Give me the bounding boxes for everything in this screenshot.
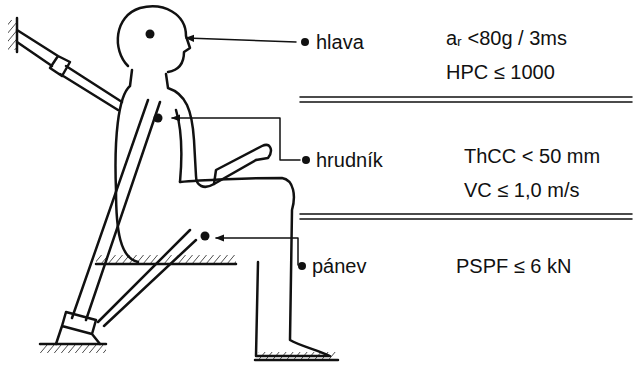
- bullet-dot: [298, 262, 306, 270]
- criterion-value: ThCC < 50 mm: [464, 145, 600, 167]
- head-outline: [118, 6, 190, 72]
- chest-point: [154, 114, 163, 123]
- floor-line: [255, 359, 338, 362]
- head-point: [146, 30, 155, 39]
- pelvis-point: [201, 232, 210, 241]
- leader-line: [186, 38, 296, 42]
- leader-line: [216, 238, 298, 265]
- criterion-value: VC ≤ 1,0 m/s: [464, 179, 579, 201]
- wall-hatch: [8, 20, 17, 50]
- belt-anchor: [56, 312, 100, 344]
- anchor-line: [40, 343, 106, 346]
- part-name: hlava: [316, 31, 364, 53]
- wall-line: [16, 18, 19, 52]
- criterion-value: HPC ≤ 1000: [446, 61, 555, 83]
- criterion-value: aᵣ <80g / 3ms: [446, 27, 567, 49]
- separator-line: [300, 97, 632, 219]
- back-outline: [116, 70, 138, 262]
- anchor-hatch: [40, 344, 106, 353]
- forearm-outline: [176, 110, 271, 184]
- belt-strap: [72, 100, 196, 326]
- part-name: pánev: [312, 255, 367, 277]
- bullet-dot: [302, 156, 310, 164]
- leg-outline: [180, 178, 330, 356]
- bullet-dot: [301, 38, 309, 46]
- seat-line: [96, 263, 236, 266]
- leader-line: [172, 118, 300, 160]
- part-name: hrudník: [316, 149, 383, 171]
- seat-hatch: [96, 255, 236, 264]
- criterion-value: PSPF ≤ 6 kN: [456, 255, 571, 277]
- restraint-rod: [17, 30, 122, 110]
